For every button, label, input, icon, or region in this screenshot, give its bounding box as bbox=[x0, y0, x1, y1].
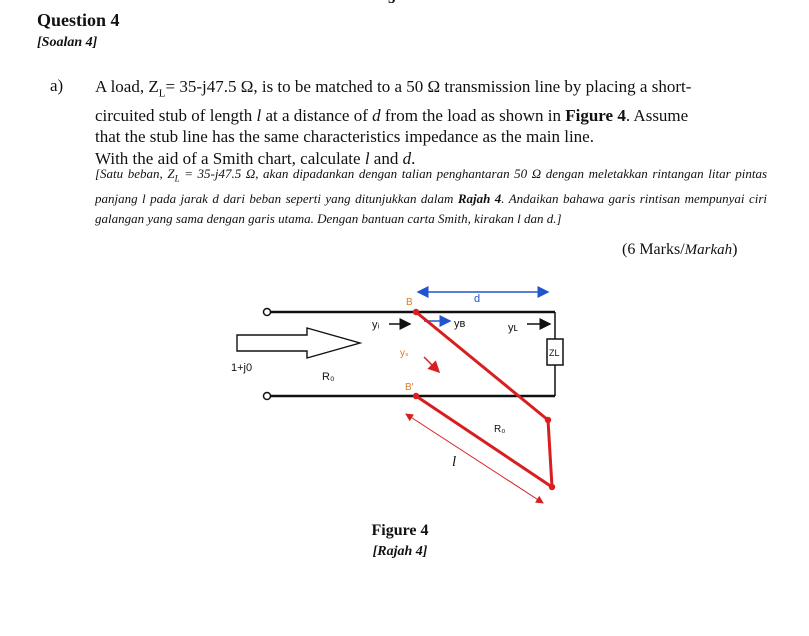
eng-line-3: that the stub line has the same characte… bbox=[95, 127, 594, 147]
question-title: Question 4 bbox=[37, 10, 120, 30]
page-number: -5- bbox=[383, 0, 401, 8]
malay-t3: Rajah 4 bbox=[457, 190, 502, 206]
label-yi: yᵢ bbox=[372, 319, 380, 331]
eng-l2-c: from the load as shown in bbox=[380, 105, 566, 125]
label-r0-main: R₀ bbox=[322, 371, 335, 383]
figure-caption: Figure 4 bbox=[371, 522, 429, 539]
label-l: l bbox=[452, 454, 456, 470]
question-subtitle: [Soalan 4] bbox=[37, 35, 98, 50]
figure-subcaption: [Rajah 4] bbox=[372, 544, 428, 559]
marks-italic: Markah bbox=[684, 242, 733, 258]
ys-arrow bbox=[423, 356, 441, 374]
eng-l2-e: . Assume bbox=[625, 105, 689, 125]
malay-t4: . Andaikan bahawa garis rintisan mempuny… bbox=[95, 190, 767, 226]
label-yb: yʙ bbox=[454, 318, 466, 330]
label-ys: yₛ bbox=[400, 348, 409, 359]
malay-t2: = 35-j47.5 Ω, akan dipadankan dengan tal… bbox=[95, 166, 767, 206]
node-stub-end-1 bbox=[544, 416, 552, 424]
node-bp bbox=[412, 392, 420, 400]
label-d: d bbox=[474, 293, 480, 305]
label-yl: yʟ bbox=[508, 322, 519, 334]
stub-upper bbox=[415, 310, 549, 422]
stub-lower bbox=[415, 394, 553, 489]
eng-line-4: With the aid of a Smith chart, calculate… bbox=[95, 148, 767, 170]
eng-l4-d: d bbox=[402, 148, 412, 168]
malay-t1-sub: L bbox=[174, 173, 180, 184]
l-arrow bbox=[405, 413, 544, 504]
eng-l2-a: circuited stub of length bbox=[95, 105, 257, 125]
label-r0-stub: R₀ bbox=[494, 424, 505, 435]
eng-line-2: circuited stub of length l at a distance… bbox=[95, 105, 767, 127]
label-b: B bbox=[406, 297, 413, 308]
eng-l2-fig: Figure 4 bbox=[565, 105, 626, 125]
eng-l2-b: at a distance of bbox=[261, 105, 373, 125]
label-zl: ZL bbox=[549, 348, 560, 358]
eng-l4-b: and bbox=[369, 148, 403, 168]
marks-close: ) bbox=[732, 241, 738, 258]
eng-l1-a: A load, Z bbox=[95, 77, 159, 96]
eng-l2-l: l bbox=[256, 105, 262, 125]
hollow-arrow bbox=[236, 327, 363, 359]
eng-l1-sub: L bbox=[158, 87, 166, 100]
marks-label: (6 Marks/Markah) bbox=[622, 241, 737, 259]
malay-question-text: [Satu beban, ZL = 35-j47.5 Ω, akan dipad… bbox=[95, 164, 767, 229]
eng-l4-l: l bbox=[364, 148, 370, 168]
label-source: 1+j0 bbox=[231, 362, 252, 374]
top-terminal bbox=[262, 307, 272, 317]
node-stub-end-2 bbox=[548, 483, 556, 491]
eng-line-1: A load, ZL= 35-j47.5 Ω, is to be matched… bbox=[95, 76, 767, 105]
node-b bbox=[412, 308, 420, 316]
malay-t1: [Satu beban, Z bbox=[95, 166, 175, 181]
eng-l1-b: = 35-j47.5 Ω, is to be matched to a 50 Ω… bbox=[165, 77, 692, 96]
eng-l4-c: . bbox=[411, 148, 416, 168]
eng-l4-a: With the aid of a Smith chart, calculate bbox=[95, 148, 365, 168]
part-label: a) bbox=[50, 76, 64, 95]
eng-l2-d: d bbox=[372, 105, 381, 125]
stub-short bbox=[546, 419, 554, 488]
bottom-terminal bbox=[262, 391, 272, 401]
marks-open: (6 Marks/ bbox=[622, 241, 685, 258]
label-bp: B' bbox=[405, 382, 414, 393]
english-question-text: A load, ZL= 35-j47.5 Ω, is to be matched… bbox=[95, 76, 767, 169]
